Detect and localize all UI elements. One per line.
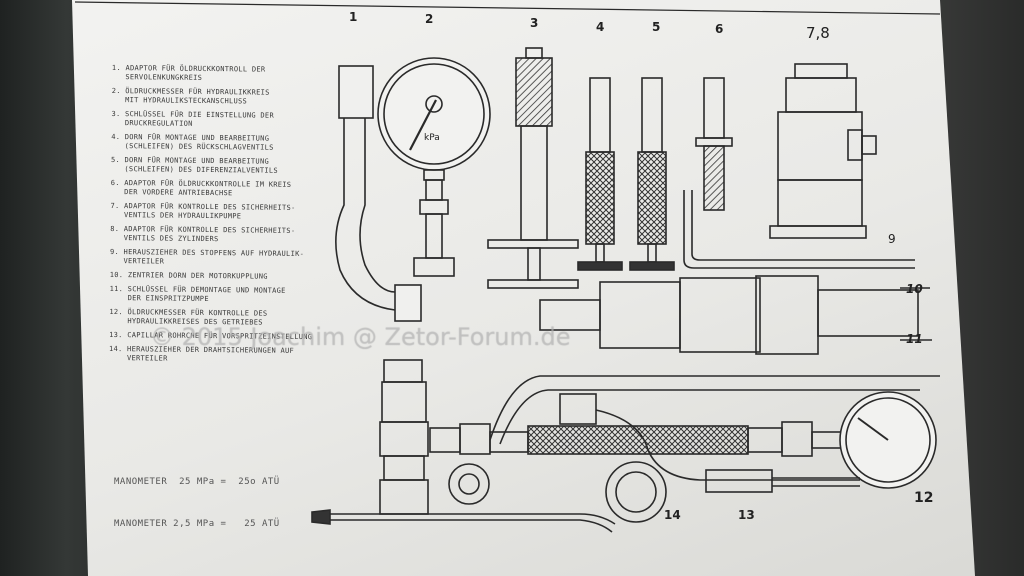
- manometer-note-2-5mpa: MANOMETER 2,5 MPa = 25 ATÜ: [114, 519, 280, 529]
- part-label-7-8: 7,8: [806, 24, 830, 42]
- tool-12-gauge-assembly: [379, 359, 940, 515]
- part-label-9: 9: [888, 232, 896, 246]
- tool-5-mandrel: [629, 77, 675, 271]
- part-label-4: 4: [596, 20, 605, 34]
- tool-1-adaptor: [335, 65, 422, 322]
- part-label-6: 6: [715, 22, 724, 36]
- manometer-note-25mpa: MANOMETER 25 MPa = 25o ATÜ: [114, 477, 280, 487]
- part-label-5: 5: [652, 20, 661, 34]
- tool-10-11-mandrel: [539, 275, 932, 355]
- tool-7-8-adaptor: [769, 63, 877, 239]
- tool-13-14-capillary: [311, 461, 860, 533]
- tool-4-mandrel: [577, 77, 623, 271]
- tool-3-key: [487, 47, 579, 289]
- part-label-2: 2: [425, 12, 434, 26]
- part-label-10: 10: [906, 282, 923, 296]
- tool-9-puller: [683, 190, 915, 269]
- manometer-notes: MANOMETER 25 MPa = 25o ATÜ MANOMETER 2,5…: [114, 447, 280, 559]
- part-label-13: 13: [738, 508, 755, 522]
- part-label-3: 3: [530, 16, 539, 30]
- copyright-watermark: © 2015 Joachim @ Zetor-Forum.de: [150, 323, 571, 351]
- tool-6-adaptor: [695, 77, 733, 211]
- gauge-unit-label: kPa: [424, 133, 440, 143]
- part-label-11: 11: [906, 332, 923, 346]
- part-label-1: 1: [349, 10, 358, 24]
- part-label-12: 12: [914, 490, 934, 506]
- tool-2-gauge: [377, 57, 491, 277]
- part-label-14: 14: [664, 508, 681, 522]
